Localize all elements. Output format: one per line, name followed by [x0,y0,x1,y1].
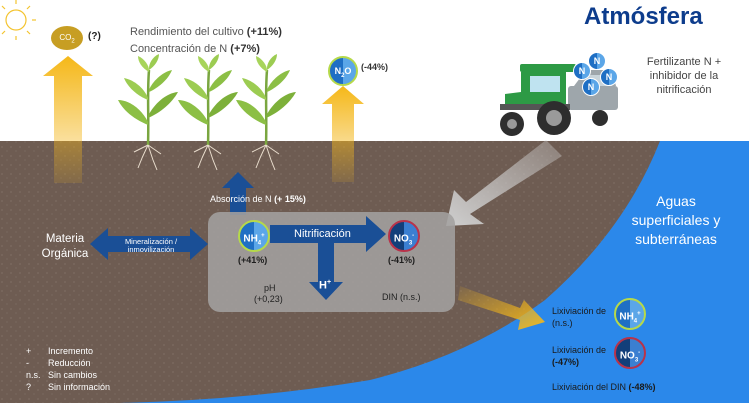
legend-text: Sin información [48,382,111,392]
n2o-label: N [334,66,342,76]
n2o-subscript: 2 [341,72,345,79]
crop-yield-label: Rendimiento del cultivo [130,26,244,38]
leaching-din-label: Lixiviación del DIN [552,382,627,392]
co2-label: CO [59,33,72,42]
fertilizer-input-arrow [446,140,562,226]
nitrification-arrow [270,216,386,252]
crop-yield: Rendimiento del cultivo (+11%) [130,26,282,38]
nitrate-effect: (-41%) [388,255,416,265]
fertilizer-granule-icon: N [582,78,600,96]
nitrate-badge: NO3- [388,220,420,252]
leaching-ammonium-subscript: 4 [633,318,638,325]
leaching-ammonium-ion: NH [619,311,634,323]
page-title: Atmósfera [584,3,703,30]
nitrate-superscript: - [412,233,415,239]
nitrate-label: NO [393,233,409,245]
nitrification-label: Nitrificación [294,228,351,240]
n2o-effect: (-44%) [361,62,389,72]
n-concentration: Concentración de N (+7%) [130,43,260,55]
legend-text: Reducción [48,358,91,368]
n2o-emission-arrow [322,86,364,182]
leaching-nitrate-subscript: 3 [634,357,639,364]
ph-effect: (+0,23) [254,294,283,304]
leaching-nitrate-effect: (-47%) [552,357,580,367]
n-uptake-label: Absorción de N [210,194,272,204]
n-concentration-label: Concentración de N [130,43,228,55]
leaching-nitrate: Lixiviación de (-47%) [552,344,606,368]
leaching-nitrate-label: Lixiviación de [552,345,607,355]
proton-superscript: + [326,279,332,286]
ammonium-label: NH [243,233,258,245]
water-body [120,141,749,403]
legend-item: + Incremento [26,345,110,357]
fertilizer-granule-icon: N [588,52,606,70]
n2o-suffix: O [344,66,352,76]
fertilizer-granule-icon: N [573,62,591,80]
sun-icon [1,0,36,40]
ph-label: pH [264,283,276,293]
n2o-badge: N2O [328,56,358,86]
legend-symbol: + [26,346,32,356]
leaching-ammonium-effect: (n.s.) [552,318,573,328]
co2-effect: (?) [88,31,101,42]
nitrate-subscript: 3 [408,240,413,247]
ammonium-badge: NH4+ [238,220,270,252]
leaching-ammonium-superscript: + [637,311,641,317]
fertilizer-granule-icon: N [600,68,618,86]
mineralization-arrow [90,228,208,260]
leaching-nitrate-badge: NO3- [614,337,646,369]
water-label: Aguas superficiales y subterráneas [631,193,721,247]
mineralization-label: Mineralización / inmovilización [124,237,178,254]
ammonium-subscript: 4 [257,240,262,247]
ammonium-superscript: + [261,233,265,239]
n-concentration-effect: (+7%) [230,43,260,55]
proton-symbol: H [319,279,327,292]
legend-symbol: n.s. [26,370,41,380]
leaching-din-effect: (-48%) [628,382,656,392]
co2-subscript: 2 [71,38,75,45]
legend-text: Sin cambios [48,370,98,380]
leaching-arrow [458,286,545,330]
proton-label: H+ [319,279,331,292]
leaching-nitrate-ion: NO [619,350,635,362]
legend-symbol: - [26,358,29,368]
co2-badge: CO2 [49,24,85,52]
crop-yield-effect: (+11%) [246,26,282,38]
legend-item: ? Sin información [26,381,110,393]
ammonium-effect: (+41%) [238,255,268,265]
din-label: DIN (n.s.) [382,292,421,302]
leaching-ammonium: Lixiviación de (n.s.) [552,305,606,329]
co2-emission-arrow [43,56,93,183]
leaching-nitrate-superscript: - [638,350,641,356]
n-uptake-effect: (+ 15%) [274,194,306,204]
leaching-ammonium-label: Lixiviación de [552,306,607,316]
n-uptake: Absorción de N (+ 15%) [210,194,306,204]
leaching-din: Lixiviación del DIN (-48%) [552,382,656,392]
n-uptake-arrow [222,172,254,215]
legend: + Incremento - Reducción n.s. Sin cambios ?… [26,345,110,393]
proton-arrow [309,243,343,300]
organic-matter-label: Materia Orgánica [41,233,89,260]
legend-item: - Reducción [26,357,110,369]
leaching-ammonium-badge: NH4+ [614,298,646,330]
legend-item: n.s. Sin cambios [26,369,110,381]
legend-symbol: ? [26,382,32,392]
legend-text: Incremento [48,346,94,356]
fertilizer-label: Fertilizante N + inhibidor de la nitrifi… [646,56,722,96]
crop-plants-icon [118,54,296,171]
